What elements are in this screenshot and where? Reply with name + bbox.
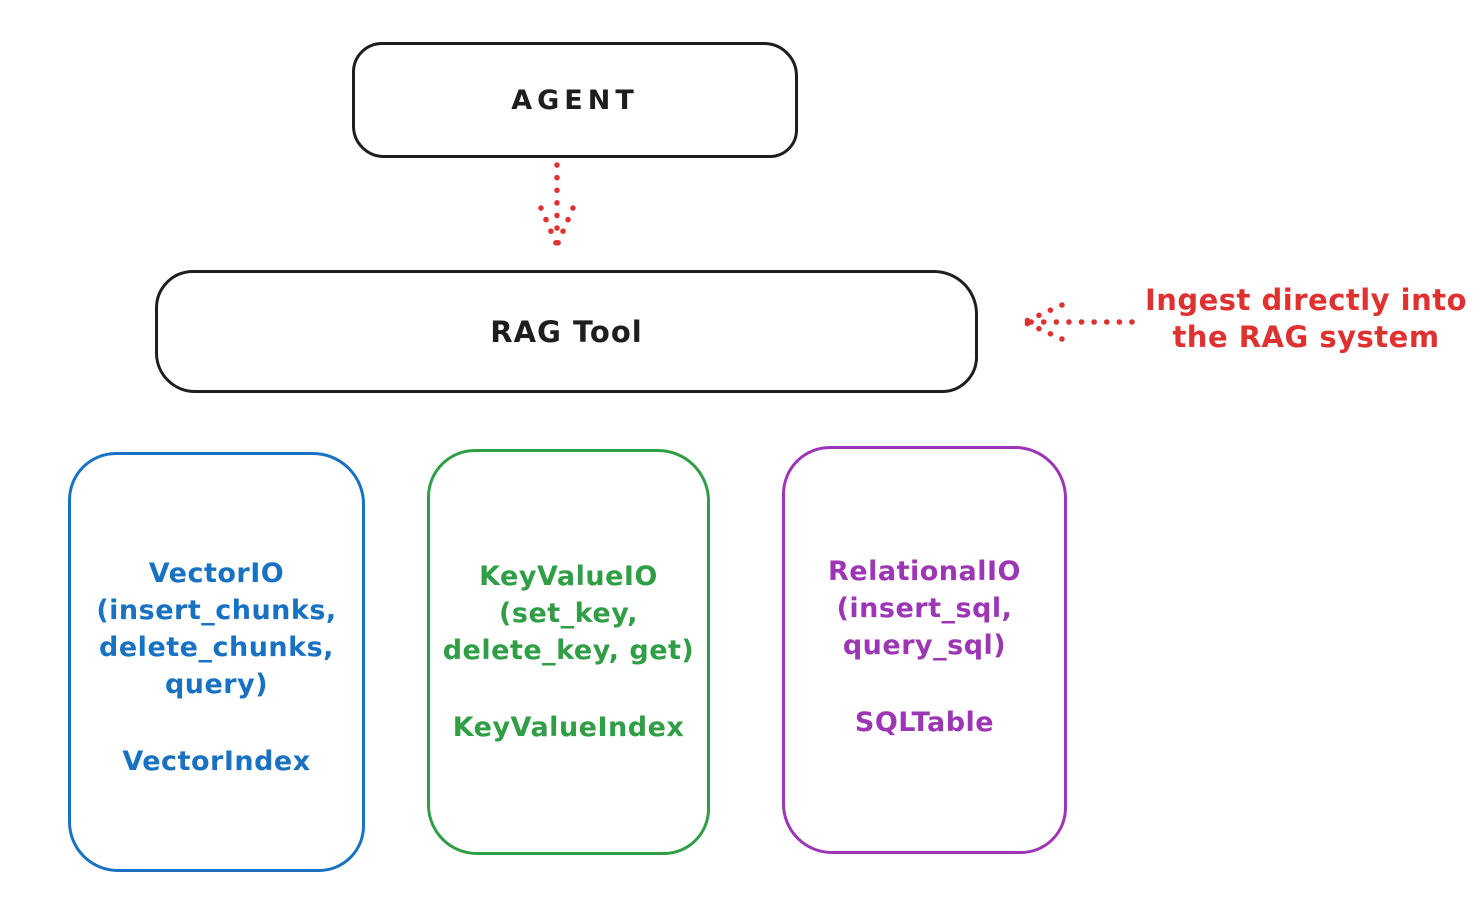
storage-index-label: SQLTable: [854, 707, 995, 738]
arrowhead-left-stroke: [538, 205, 559, 246]
storage-box-line: query_sql): [842, 630, 1007, 661]
agent-label: AGENT: [511, 84, 639, 116]
arrowhead-right-stroke: [555, 205, 576, 246]
dotted-arrow-left-icon: [1021, 302, 1135, 342]
storage-index-label: VectorIndex: [122, 746, 311, 777]
storage-box-line: RelationalIO: [828, 556, 1021, 587]
storage-index-label: KeyValueIndex: [452, 712, 685, 743]
dotted-arrow-down-icon: [538, 162, 576, 246]
storage-box-line: delete_key, get): [442, 635, 695, 666]
storage-box-line: VectorIO: [148, 558, 285, 589]
keyvalue-io-box: KeyValueIO (set_key, delete_key, get) Ke…: [427, 449, 710, 855]
vector-io-box: VectorIO (insert_chunks, delete_chunks, …: [68, 452, 365, 872]
storage-box-line: (set_key,: [499, 598, 638, 629]
ingest-annotation: Ingest directly into the RAG system: [1138, 282, 1474, 356]
storage-box-line: (insert_sql,: [836, 593, 1013, 624]
storage-box-line: delete_chunks,: [99, 632, 334, 663]
agent-box: AGENT: [352, 42, 798, 158]
storage-box-line: query): [164, 669, 269, 700]
storage-box-line: KeyValueIO: [479, 561, 658, 592]
annotation-line-2: the RAG system: [1172, 320, 1440, 354]
annotation-line-1: Ingest directly into: [1144, 283, 1468, 317]
rag-tool-label: RAG Tool: [490, 314, 643, 349]
relational-io-box: RelationalIO (insert_sql, query_sql) SQL…: [782, 446, 1067, 854]
storage-box-line: (insert_chunks,: [96, 595, 337, 626]
rag-tool-box: RAG Tool: [155, 270, 978, 393]
